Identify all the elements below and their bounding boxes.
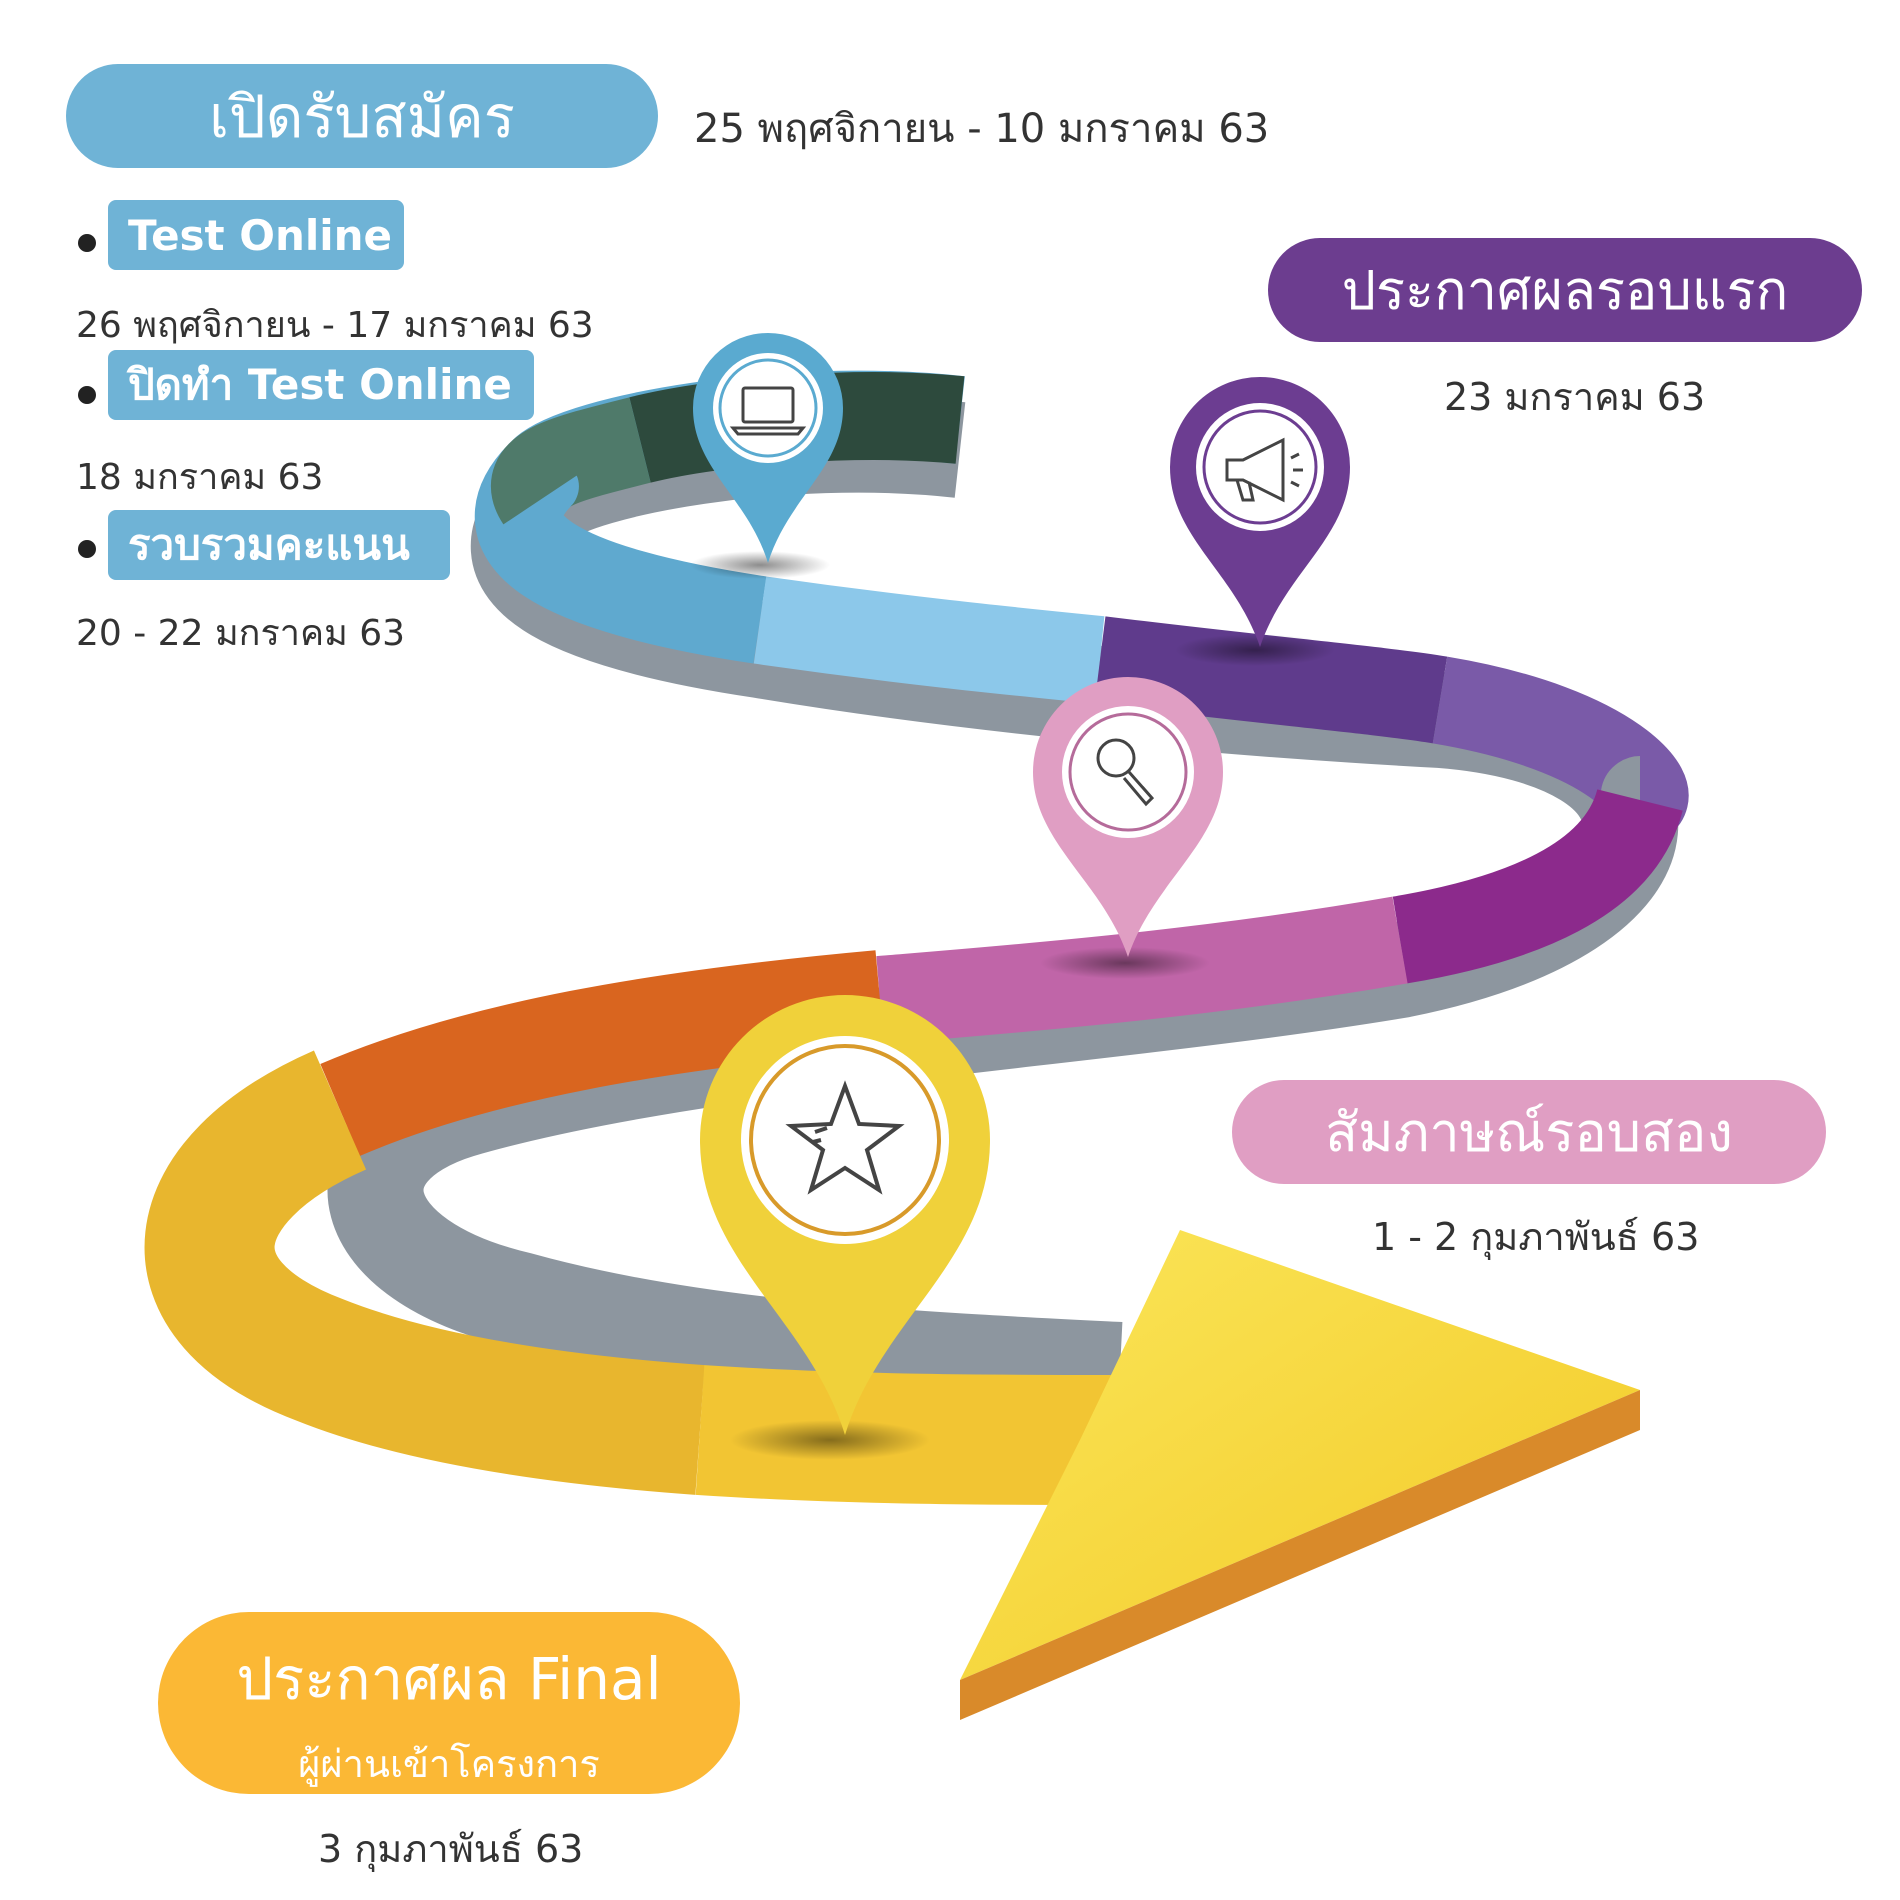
laptop-pin — [688, 328, 848, 568]
megaphone-pin — [1165, 372, 1355, 652]
final-subtitle: ผู้ผ่านเข้าโครงการ — [158, 1733, 740, 1794]
step-date-close-test: 18 มกราคม 63 — [76, 448, 323, 505]
step-bullet — [78, 386, 96, 404]
step-tag-test-online: Test Online — [108, 200, 404, 270]
final-title: ประกาศผล Final — [158, 1632, 740, 1725]
magnifier-pin — [1028, 672, 1228, 962]
step-tag-collect-scores: รวบรวมคะแนน — [108, 510, 450, 580]
final-title-pill: ประกาศผล Final ผู้ผ่านเข้าโครงการ — [158, 1612, 740, 1794]
final-date: 3 กุมภาพันธ์ 63 — [318, 1818, 583, 1879]
registration-title-pill: เปิดรับสมัคร — [66, 64, 658, 168]
first-round-date: 23 มกราคม 63 — [1444, 366, 1705, 427]
interview-title-pill: สัมภาษณ์รอบสอง — [1232, 1080, 1826, 1184]
star-pin — [695, 990, 995, 1440]
registration-title: เปิดรับสมัคร — [209, 70, 515, 163]
step-date-test-online: 26 พฤศจิกายน - 17 มกราคม 63 — [76, 296, 594, 353]
registration-date: 25 พฤศจิกายน - 10 มกราคม 63 — [694, 96, 1269, 160]
first-round-title: ประกาศผลรอบแรก — [1342, 247, 1789, 333]
interview-title: สัมภาษณ์รอบสอง — [1325, 1089, 1733, 1175]
first-round-title-pill: ประกาศผลรอบแรก — [1268, 238, 1862, 342]
step-tag-close-test: ปิดทำ Test Online — [108, 350, 534, 420]
step-date-collect-scores: 20 - 22 มกราคม 63 — [76, 604, 405, 661]
interview-date: 1 - 2 กุมภาพันธ์ 63 — [1372, 1206, 1699, 1267]
step-bullet — [78, 540, 96, 558]
step-bullet — [78, 234, 96, 252]
